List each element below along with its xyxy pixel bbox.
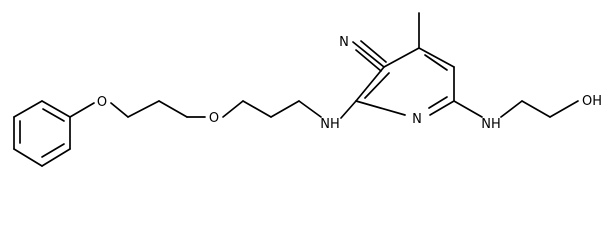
nitrile-group — [352, 40, 387, 72]
hydroxyethyl-chain — [453, 100, 579, 118]
molecule-diagram: N N NH NH O O OH — [13, 12, 602, 167]
nh-right-label: NH — [481, 117, 501, 132]
ring-n-label: N — [412, 112, 422, 127]
ether-o1-label: O — [97, 95, 107, 110]
nh-left-label: NH — [320, 117, 340, 132]
ether-chain — [69, 100, 357, 119]
benzene-ring — [13, 100, 71, 167]
hydroxyl-label: OH — [582, 94, 602, 109]
nitrile-n-label: N — [339, 35, 349, 50]
structure-drawing: N N NH NH O O OH — [13, 12, 602, 167]
ether-o2-label: O — [209, 111, 219, 126]
pyridine-ring — [355, 47, 455, 116]
